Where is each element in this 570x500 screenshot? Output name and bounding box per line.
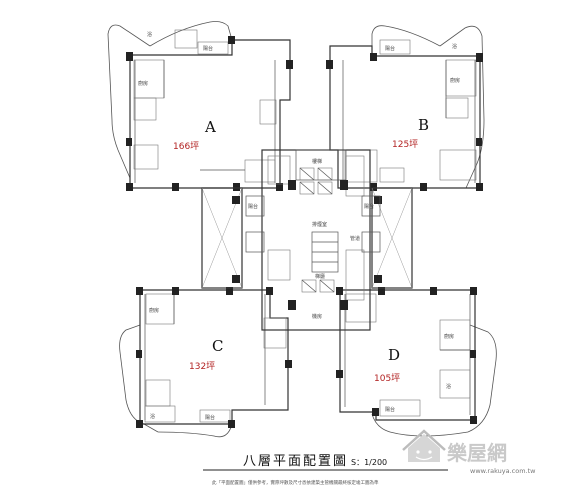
unit-c-area: 132坪: [189, 361, 215, 372]
unit-d: 陽台 浴 廚房 D 105坪: [336, 287, 497, 437]
title-block: 八層平面配置圖 S：1/200 此「平面配置圖」僅供參考，實際坪數及尺寸悉依建築…: [203, 454, 448, 486]
central-core: 樓梯 排煙室 梯廳 管道 陽台 陽台 機房: [245, 149, 381, 331]
plan-footnote: 此「平面配置圖」僅供參考，實際坪數及尺寸悉依建築主管機關最終核定竣工圖為準: [212, 479, 379, 486]
unit-a: 浴 陽台 廚房 A 166坪: [107, 21, 293, 191]
watermark: 樂屋網 www.rakuya.com.tw: [402, 429, 536, 475]
core-shaft-label: 管道: [350, 235, 360, 242]
unit-b-bath-label: 浴: [452, 43, 457, 50]
house-logo-icon: [402, 429, 446, 462]
unit-b-letter: B: [418, 116, 429, 134]
unit-a-kitchen-label: 廚房: [138, 80, 148, 87]
unit-b-balcony-label: 陽台: [385, 45, 395, 52]
core-utility-label: 機房: [312, 313, 322, 320]
left-corridor: [201, 187, 243, 289]
core-fire-lobby-label: 排煙室: [312, 221, 327, 228]
unit-a-letter: A: [204, 118, 216, 136]
core-stair-label: 樓梯: [312, 158, 322, 165]
right-corridor: [371, 187, 413, 289]
unit-c: 浴 陽台 廚房 C 132坪: [119, 287, 292, 438]
plan-scale: S：1/200: [351, 458, 387, 467]
unit-c-bath-label: 浴: [150, 413, 155, 420]
unit-d-letter: D: [388, 346, 400, 364]
unit-a-area: 166坪: [173, 141, 199, 152]
unit-b-area: 125坪: [392, 139, 418, 150]
unit-d-kitchen-label: 廚房: [444, 333, 454, 340]
unit-c-letter: C: [212, 337, 223, 355]
unit-c-balcony-label: 陽台: [205, 414, 215, 421]
unit-d-bath-label: 浴: [446, 383, 451, 390]
unit-b: 浴 陽台 廚房 B 125坪: [326, 25, 485, 191]
unit-d-balcony-label: 陽台: [385, 406, 395, 413]
plan-title: 八層平面配置圖: [243, 454, 348, 469]
unit-c-kitchen-label: 廚房: [149, 307, 159, 314]
unit-b-kitchen-label: 廚房: [450, 77, 460, 84]
unit-a-balcony-label: 陽台: [203, 45, 213, 52]
core-balcony-label-left: 陽台: [248, 203, 258, 210]
core-elevator-hall-label: 梯廳: [315, 273, 325, 280]
unit-a-bath-label: 浴: [147, 31, 152, 38]
watermark-url: www.rakuya.com.tw: [470, 467, 536, 475]
watermark-brand: 樂屋網: [447, 441, 507, 465]
unit-d-area: 105坪: [374, 373, 400, 384]
core-balcony-label-right: 陽台: [364, 203, 374, 210]
